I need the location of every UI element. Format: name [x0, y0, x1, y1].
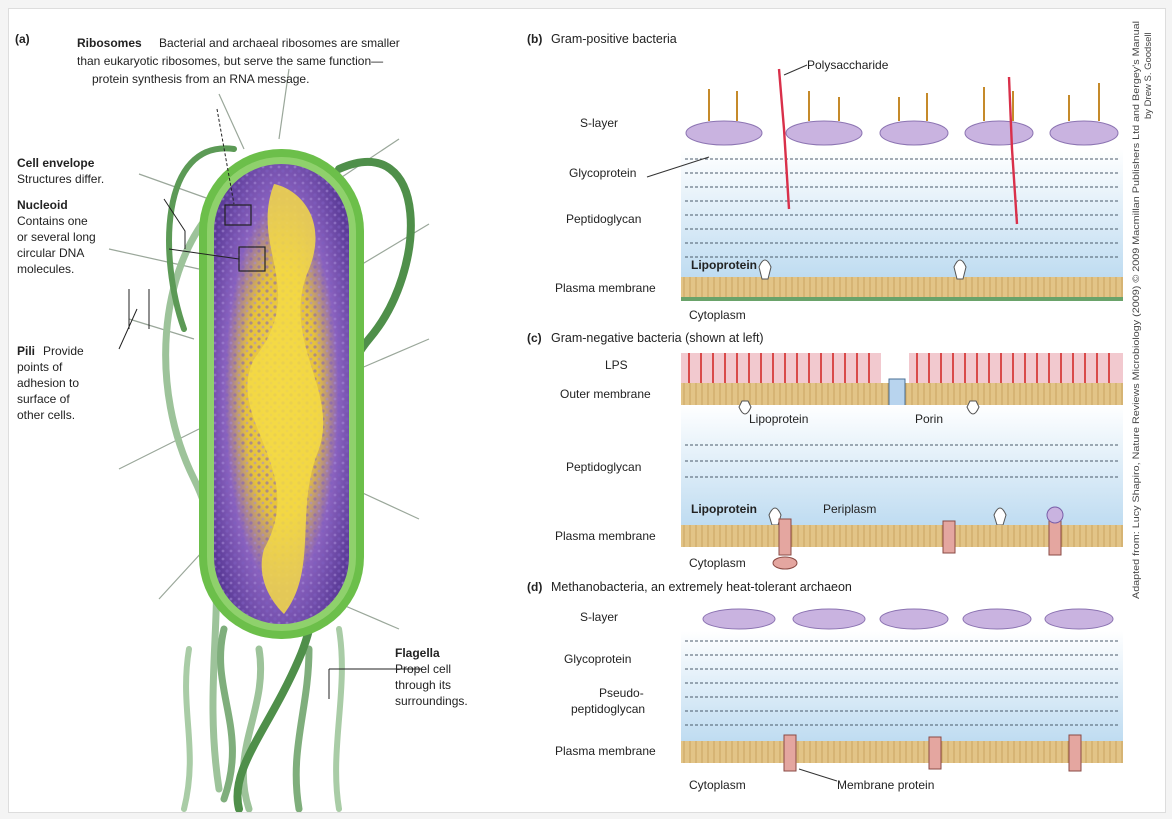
d-s-layer-label: S-layer	[580, 610, 618, 624]
credit-line2: by Drew S. Goodsell	[1143, 32, 1154, 119]
b-cytoplasm-label: Cytoplasm	[689, 308, 746, 322]
pili-title: Pili	[17, 344, 35, 358]
flagella-line3: surroundings.	[395, 694, 468, 708]
credit-block: Adapted from: Lucy Shapiro, Nature Revie…	[1131, 21, 1154, 599]
panel-b-title: Gram-positive bacteria	[551, 32, 677, 46]
b-glycoprotein-label: Glycoprotein	[569, 166, 636, 180]
b-plasma-membrane	[681, 277, 1123, 297]
panel-a: (a)	[15, 32, 468, 809]
figure-frame: (a)	[8, 8, 1166, 813]
panel-b-letter: (b)	[527, 32, 542, 46]
nucleoid-line4: molecules.	[17, 262, 74, 276]
ribosomes-line3: protein synthesis from an RNA message.	[92, 72, 309, 86]
pili-line0: Provide	[43, 344, 84, 358]
panel-c-title: Gram-negative bacteria (shown at left)	[551, 331, 764, 345]
b-plasma-membrane-label: Plasma membrane	[555, 281, 656, 295]
d-plasma-membrane-label: Plasma membrane	[555, 744, 656, 758]
ribosomes-line1: Bacterial and archaeal ribosomes are sma…	[159, 36, 400, 50]
c-lipoprotein-label: Lipoprotein	[749, 412, 808, 426]
b-s-layer	[686, 121, 1118, 145]
ribosomes-title: Ribosomes	[77, 36, 142, 50]
c-peptidoglycan-label: Peptidoglycan	[566, 460, 641, 474]
panel-a-letter: (a)	[15, 32, 30, 46]
c-lps-label: LPS	[605, 358, 628, 372]
b-polysaccharide-label: Polysaccharide	[807, 58, 889, 72]
flagella-title: Flagella	[395, 646, 440, 660]
flagella-line1: Propel cell	[395, 662, 451, 676]
ribosomes-line2: than eukaryotic ribosomes, but serve the…	[77, 54, 383, 68]
panel-d: (d) Methanobacteria, an extremely heat-t…	[527, 580, 1123, 792]
b-lipoprotein-label: Lipoprotein	[691, 258, 757, 272]
panel-c-letter: (c)	[527, 331, 542, 345]
c-cytoplasm-label: Cytoplasm	[689, 556, 746, 570]
d-pseudopeptidoglycan-layer	[681, 631, 1123, 741]
c-outer-membrane-label: Outer membrane	[560, 387, 651, 401]
d-glycoprotein-label: Glycoprotein	[564, 652, 631, 666]
pili-line4: other cells.	[17, 408, 75, 422]
d-membrane-protein-leader	[799, 769, 837, 781]
panel-c: (c) Gram-negative bacteria (shown at lef…	[527, 331, 1123, 570]
panel-d-title: Methanobacteria, an extremely heat-toler…	[551, 580, 852, 594]
credit-line1: Adapted from: Lucy Shapiro, Nature Revie…	[1131, 21, 1142, 599]
d-plasma-membrane	[681, 741, 1123, 763]
d-membrane-protein-label: Membrane protein	[837, 778, 934, 792]
flagella-line2: through its	[395, 678, 451, 692]
b-glycoprotein-spikes	[709, 83, 1099, 121]
nucleoid-title: Nucleoid	[17, 198, 68, 212]
panel-d-letter: (d)	[527, 580, 542, 594]
pili-line2: adhesion to	[17, 376, 79, 390]
nucleoid-line1: Contains one	[17, 214, 88, 228]
b-peptidoglycan-label: Peptidoglycan	[566, 212, 641, 226]
c-lipoprotein2-label: Lipoprotein	[691, 502, 757, 516]
panel-b: (b) Gram-positive bacteria	[527, 32, 1123, 322]
d-pseudo2-label: peptidoglycan	[571, 702, 645, 716]
c-plasma-membrane-label: Plasma membrane	[555, 529, 656, 543]
cell-envelope-diagram: (a)	[9, 9, 1165, 812]
d-s-layer	[703, 609, 1113, 629]
pili-line3: surface of	[17, 392, 70, 406]
cell-envelope-line1: Structures differ.	[17, 172, 104, 186]
c-periplasm-label: Periplasm	[823, 502, 876, 516]
nucleoid-line3: circular DNA	[17, 246, 84, 260]
b-membrane-edge	[681, 297, 1123, 301]
pili-line1: points of	[17, 360, 63, 374]
d-pseudo1-label: Pseudo-	[599, 686, 644, 700]
c-porin-label: Porin	[915, 412, 943, 426]
nucleoid-line2: or several long	[17, 230, 96, 244]
d-cytoplasm-label: Cytoplasm	[689, 778, 746, 792]
b-s-layer-label: S-layer	[580, 116, 618, 130]
c-porin	[889, 379, 905, 409]
cell-envelope-title: Cell envelope	[17, 156, 95, 170]
